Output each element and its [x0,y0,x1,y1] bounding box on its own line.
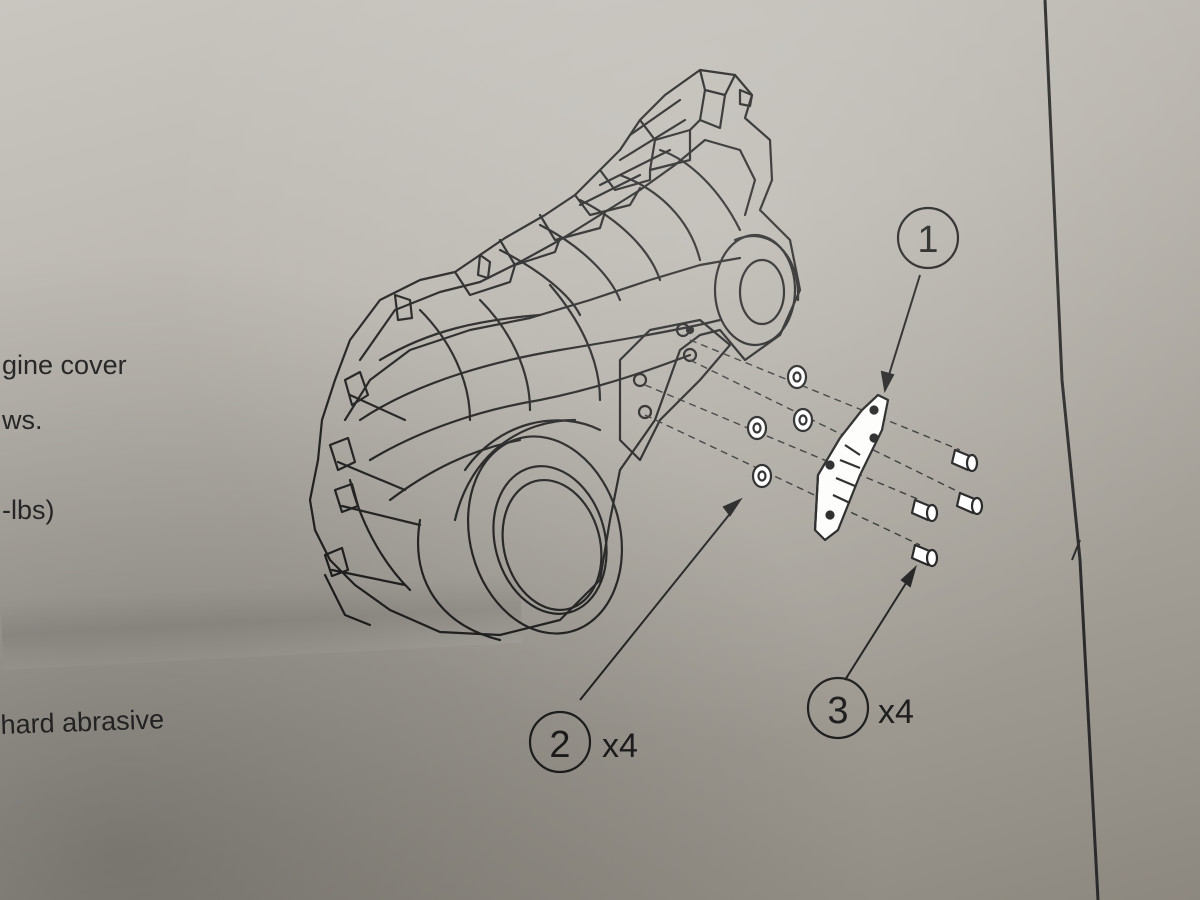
callout-3-quantity: x4 [878,693,914,731]
callout-1: 1 [896,206,960,270]
instruction-text-line-3: -lbs) [2,495,55,525]
screws [910,448,984,568]
cover-plate [813,393,890,542]
callout-3: 3 x4 [806,676,914,740]
page-border-line [1043,0,1100,900]
callout-1-number: 1 [917,219,938,261]
leader-lines [579,274,921,701]
callout-3-number: 3 [827,690,848,732]
instruction-text-line-1: gine cover [2,350,127,380]
callout-2: 2 x4 [528,710,638,774]
engine-cover-drawing [308,68,802,642]
callout-2-quantity: x4 [602,727,638,765]
instruction-text-line-2: ws. [2,405,43,435]
spacer-washers [746,364,814,489]
callout-2-number: 2 [549,724,570,766]
alignment-lines [644,339,966,546]
